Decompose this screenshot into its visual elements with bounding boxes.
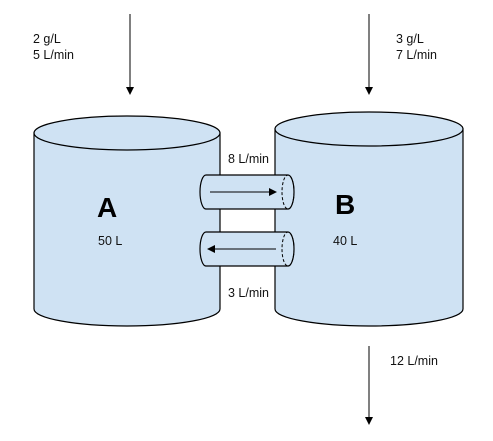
pipe-b-to-a bbox=[199, 231, 295, 267]
pipe-b-to-a-rate: 3 L/min bbox=[228, 286, 269, 300]
tank-b bbox=[274, 111, 464, 327]
tank-a-volume: 50 L bbox=[98, 234, 123, 248]
tank-b-volume: 40 L bbox=[333, 234, 358, 248]
inflow-a-rate: 5 L/min bbox=[33, 48, 74, 62]
tank-a-label: A bbox=[97, 192, 118, 223]
pipe-a-to-b-rate: 8 L/min bbox=[228, 152, 269, 166]
pipe-a-to-b bbox=[199, 174, 295, 210]
inflow-a-concentration: 2 g/L bbox=[33, 32, 61, 46]
inflow-b-rate: 7 L/min bbox=[396, 48, 437, 62]
inflow-b-concentration: 3 g/L bbox=[396, 32, 424, 46]
outflow-b-rate: 12 L/min bbox=[390, 354, 438, 368]
tank-b-label: B bbox=[335, 189, 356, 220]
tank-a bbox=[33, 115, 221, 327]
